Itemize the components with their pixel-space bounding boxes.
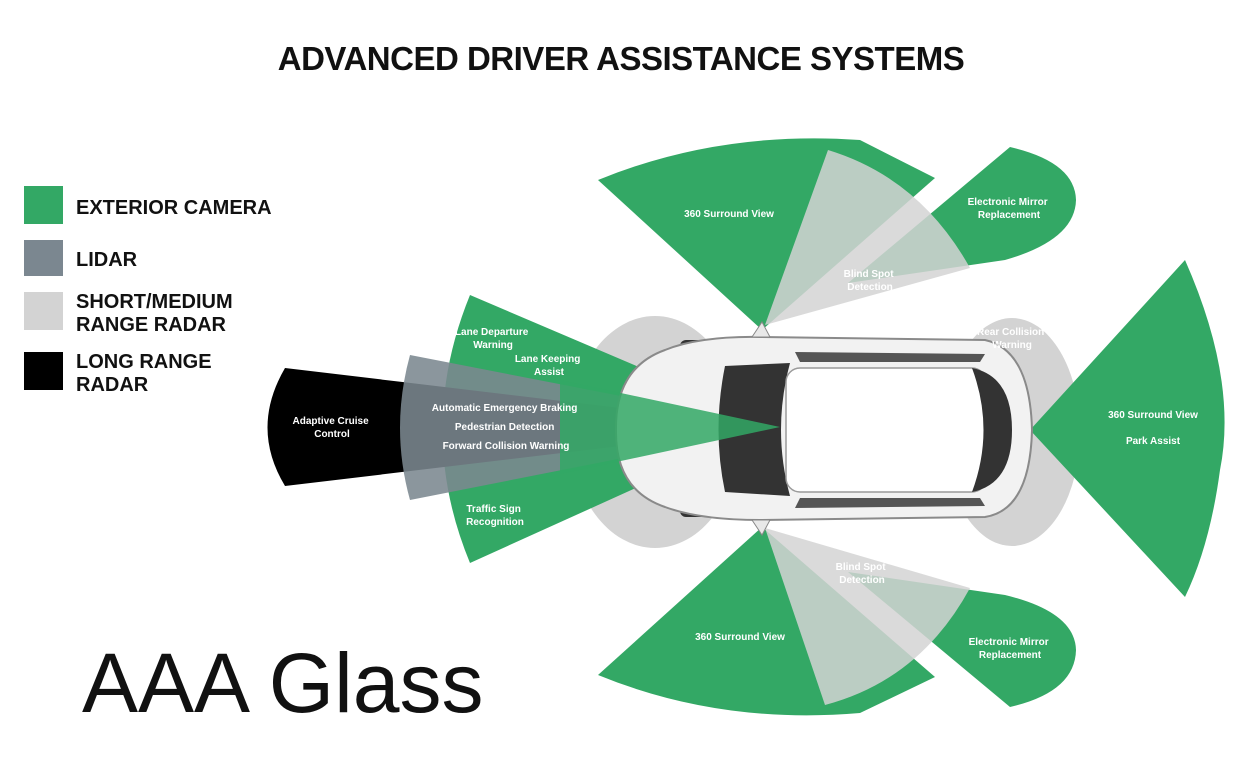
label-adaptive-cruise-l2: Control xyxy=(314,429,350,440)
label-surround-top-l1: 360 Surround View xyxy=(684,209,774,220)
label-blind-bottom: Blind Spot Detection xyxy=(836,562,889,586)
bottom-blind-spot-zone xyxy=(765,528,970,705)
label-lane-departure-l2: Warning xyxy=(473,340,513,351)
front-camera-overlay xyxy=(560,380,780,474)
zone-labels: 360 Surround View Electronic Mirror Repl… xyxy=(293,197,1199,661)
label-aeb: Automatic Emergency Braking xyxy=(432,403,578,414)
label-park-assist-l1: Park Assist xyxy=(1126,436,1181,447)
label-blind-top-l2: Detection xyxy=(847,282,893,293)
legend-short-radar-line1: SHORT/MEDIUM xyxy=(76,291,233,313)
legend-long-radar-line1: LONG RANGE xyxy=(76,351,212,373)
legend-swatch-short-radar xyxy=(24,292,63,330)
label-surround-rear-l1: 360 Surround View xyxy=(1108,410,1198,421)
legend-label-long-radar: LONG RANGE RADAR xyxy=(76,351,217,396)
label-traffic-sign-l2: Recognition xyxy=(466,517,524,528)
car xyxy=(614,321,1034,536)
label-lane-departure-l1: Lane Departure xyxy=(455,327,529,338)
label-forward-collision: Forward Collision Warning xyxy=(443,441,570,452)
car-left-mirror xyxy=(751,321,771,338)
legend-short-radar-line2: RANGE RADAR xyxy=(76,314,227,336)
label-mirror-bottom-l1: Electronic Mirror xyxy=(969,637,1049,648)
label-lane-keeping: Lane Keeping Assist xyxy=(515,354,583,378)
legend: EXTERIOR CAMERA LIDAR SHORT/MEDIUM RANGE… xyxy=(24,186,272,396)
label-surround-top: 360 Surround View xyxy=(684,209,774,220)
label-mirror-top: Electronic Mirror Replacement xyxy=(968,197,1051,221)
car-roof xyxy=(785,367,987,493)
label-rear-collision: Rear Collision Warning xyxy=(977,327,1047,351)
label-blind-top-l1: Blind Spot xyxy=(844,269,895,280)
brand-name: AAA Glass xyxy=(82,636,484,730)
rear-surround-view-zone xyxy=(1030,260,1225,597)
legend-long-radar-line2: RADAR xyxy=(76,374,149,396)
label-mirror-top-l2: Replacement xyxy=(978,210,1041,221)
legend-lidar-line1: LIDAR xyxy=(76,249,138,271)
label-pedestrian-detection: Pedestrian Detection xyxy=(455,422,554,433)
car-side-windows-top xyxy=(795,352,985,362)
label-front-systems: Automatic Emergency Braking Pedestrian D… xyxy=(432,403,580,452)
blind-spot-zones xyxy=(765,150,970,705)
label-blind-bottom-l1: Blind Spot xyxy=(836,562,887,573)
label-mirror-bottom: Electronic Mirror Replacement xyxy=(969,637,1052,661)
label-mirror-top-l1: Electronic Mirror xyxy=(968,197,1048,208)
label-lane-departure: Lane Departure Warning xyxy=(455,327,531,351)
label-lane-keeping-l1: Lane Keeping xyxy=(515,354,581,365)
legend-label-lidar: LIDAR xyxy=(76,249,138,271)
label-mirror-bottom-l2: Replacement xyxy=(979,650,1042,661)
car-right-mirror xyxy=(751,519,771,536)
legend-swatch-long-radar xyxy=(24,352,63,390)
label-park-assist: Park Assist xyxy=(1126,436,1181,447)
legend-label-short-radar: SHORT/MEDIUM RANGE RADAR xyxy=(76,291,238,336)
label-adaptive-cruise-l1: Adaptive Cruise xyxy=(293,416,370,427)
label-adaptive-cruise: Adaptive Cruise Control xyxy=(293,416,372,440)
label-traffic-sign: Traffic Sign Recognition xyxy=(466,504,524,528)
label-surround-bottom: 360 Surround View xyxy=(695,632,785,643)
label-blind-bottom-l2: Detection xyxy=(839,575,885,586)
car-side-windows-bottom xyxy=(795,498,985,508)
legend-swatch-lidar xyxy=(24,240,63,276)
label-rear-collision-l2: Warning xyxy=(992,340,1032,351)
label-traffic-sign-l1: Traffic Sign xyxy=(466,504,520,515)
label-blind-top: Blind Spot Detection xyxy=(844,269,897,293)
label-lane-keeping-l2: Assist xyxy=(534,367,565,378)
legend-swatch-camera xyxy=(24,186,63,224)
top-blind-spot-zone xyxy=(765,150,970,325)
car-rear-window xyxy=(972,368,1012,492)
label-surround-bottom-l1: 360 Surround View xyxy=(695,632,785,643)
legend-label-camera: EXTERIOR CAMERA xyxy=(76,197,272,219)
diagram-title: ADVANCED DRIVER ASSISTANCE SYSTEMS xyxy=(278,40,964,77)
label-rear-collision-l1: Rear Collision xyxy=(977,327,1044,338)
legend-camera-line1: EXTERIOR CAMERA xyxy=(76,197,272,219)
label-surround-rear: 360 Surround View xyxy=(1108,410,1198,421)
